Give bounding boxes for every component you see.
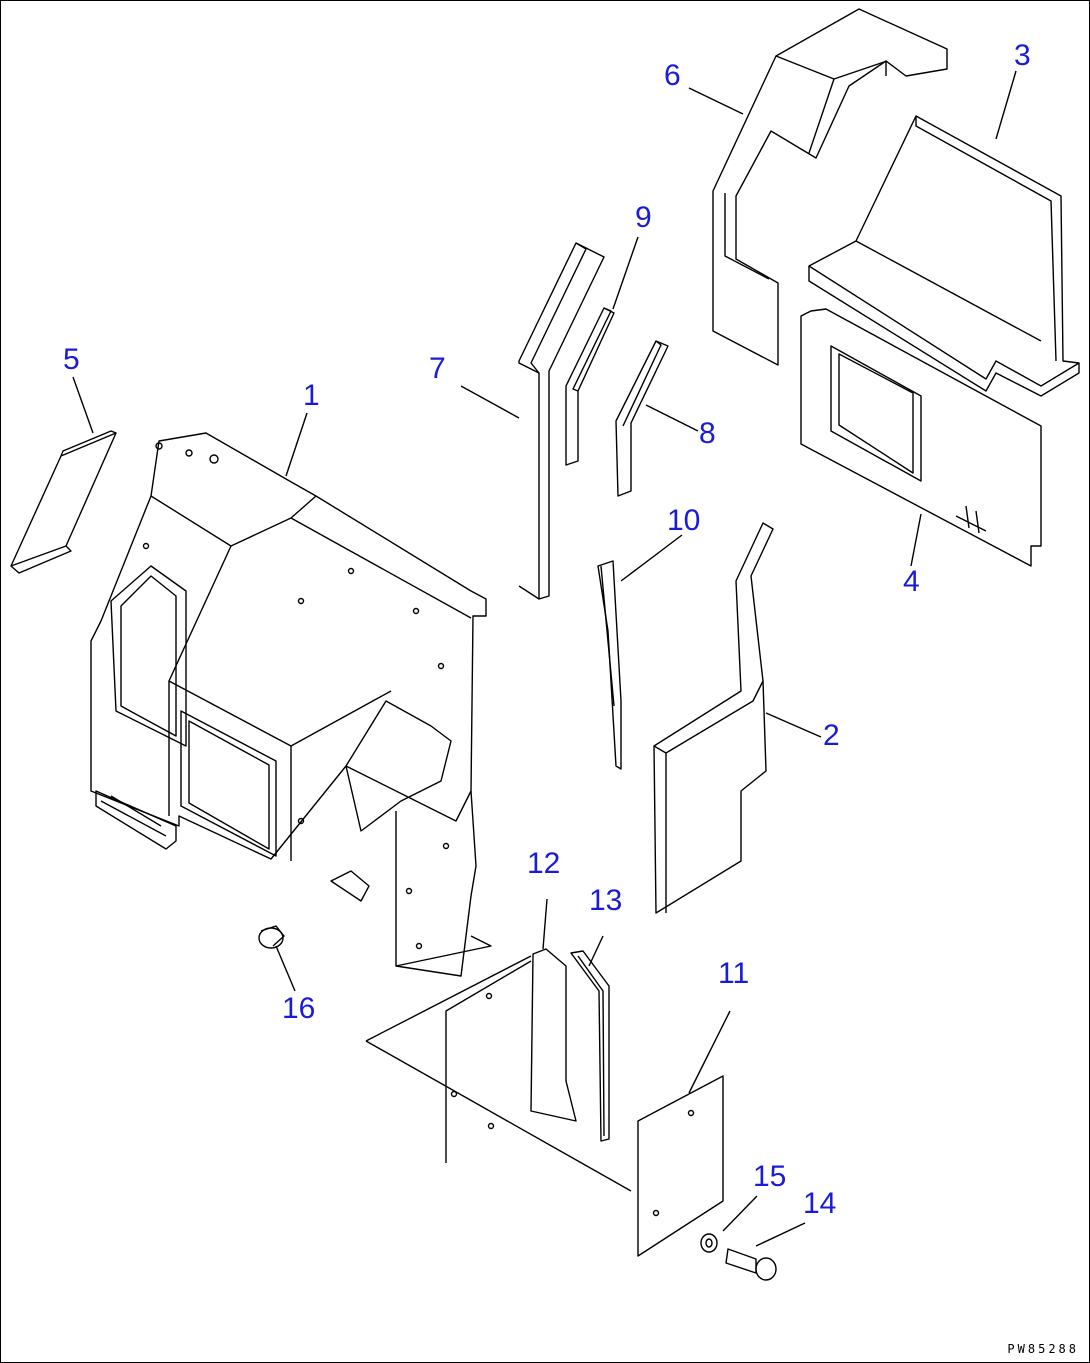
callout-5: 5: [63, 343, 80, 376]
part-3-rear-panel: [808, 115, 1080, 397]
callout-14: 14: [803, 1187, 837, 1220]
callout-15: 15: [753, 1160, 787, 1193]
callout-12: 12: [527, 847, 561, 880]
part-12-cover: [365, 948, 632, 1192]
callout-9: 9: [635, 201, 652, 234]
part-14-bolt: [725, 1248, 777, 1281]
part-2-side-pad: [653, 522, 774, 914]
callout-8: 8: [699, 417, 716, 450]
part-8-strip: [615, 340, 669, 497]
part-11-plate: [637, 1075, 724, 1257]
part-4-window-pad: [800, 308, 1042, 567]
callout-1: 1: [303, 379, 320, 412]
part-9-strip: [565, 307, 615, 466]
callout-11: 11: [718, 957, 750, 990]
part-16-plug: [258, 925, 285, 949]
callout-16: 16: [282, 992, 316, 1025]
part-1-cab-frame: [90, 432, 492, 977]
part-6-rear-pad: [712, 8, 948, 366]
callout-7: 7: [429, 352, 446, 385]
part-5-side-pad: [10, 430, 117, 574]
callout-2: 2: [823, 719, 840, 752]
leader-lines: [72, 70, 1017, 1247]
part-10-strip: [597, 560, 622, 770]
part-13-seal: [570, 950, 610, 1142]
drawing-id: PW85288: [1007, 1342, 1079, 1356]
callout-3: 3: [1014, 39, 1031, 72]
callout-10: 10: [667, 504, 701, 537]
part-15-washer: [700, 1233, 718, 1253]
callout-4: 4: [903, 565, 920, 598]
part-7-strip: [518, 242, 605, 600]
callout-13: 13: [589, 884, 623, 917]
callout-6: 6: [664, 59, 681, 92]
